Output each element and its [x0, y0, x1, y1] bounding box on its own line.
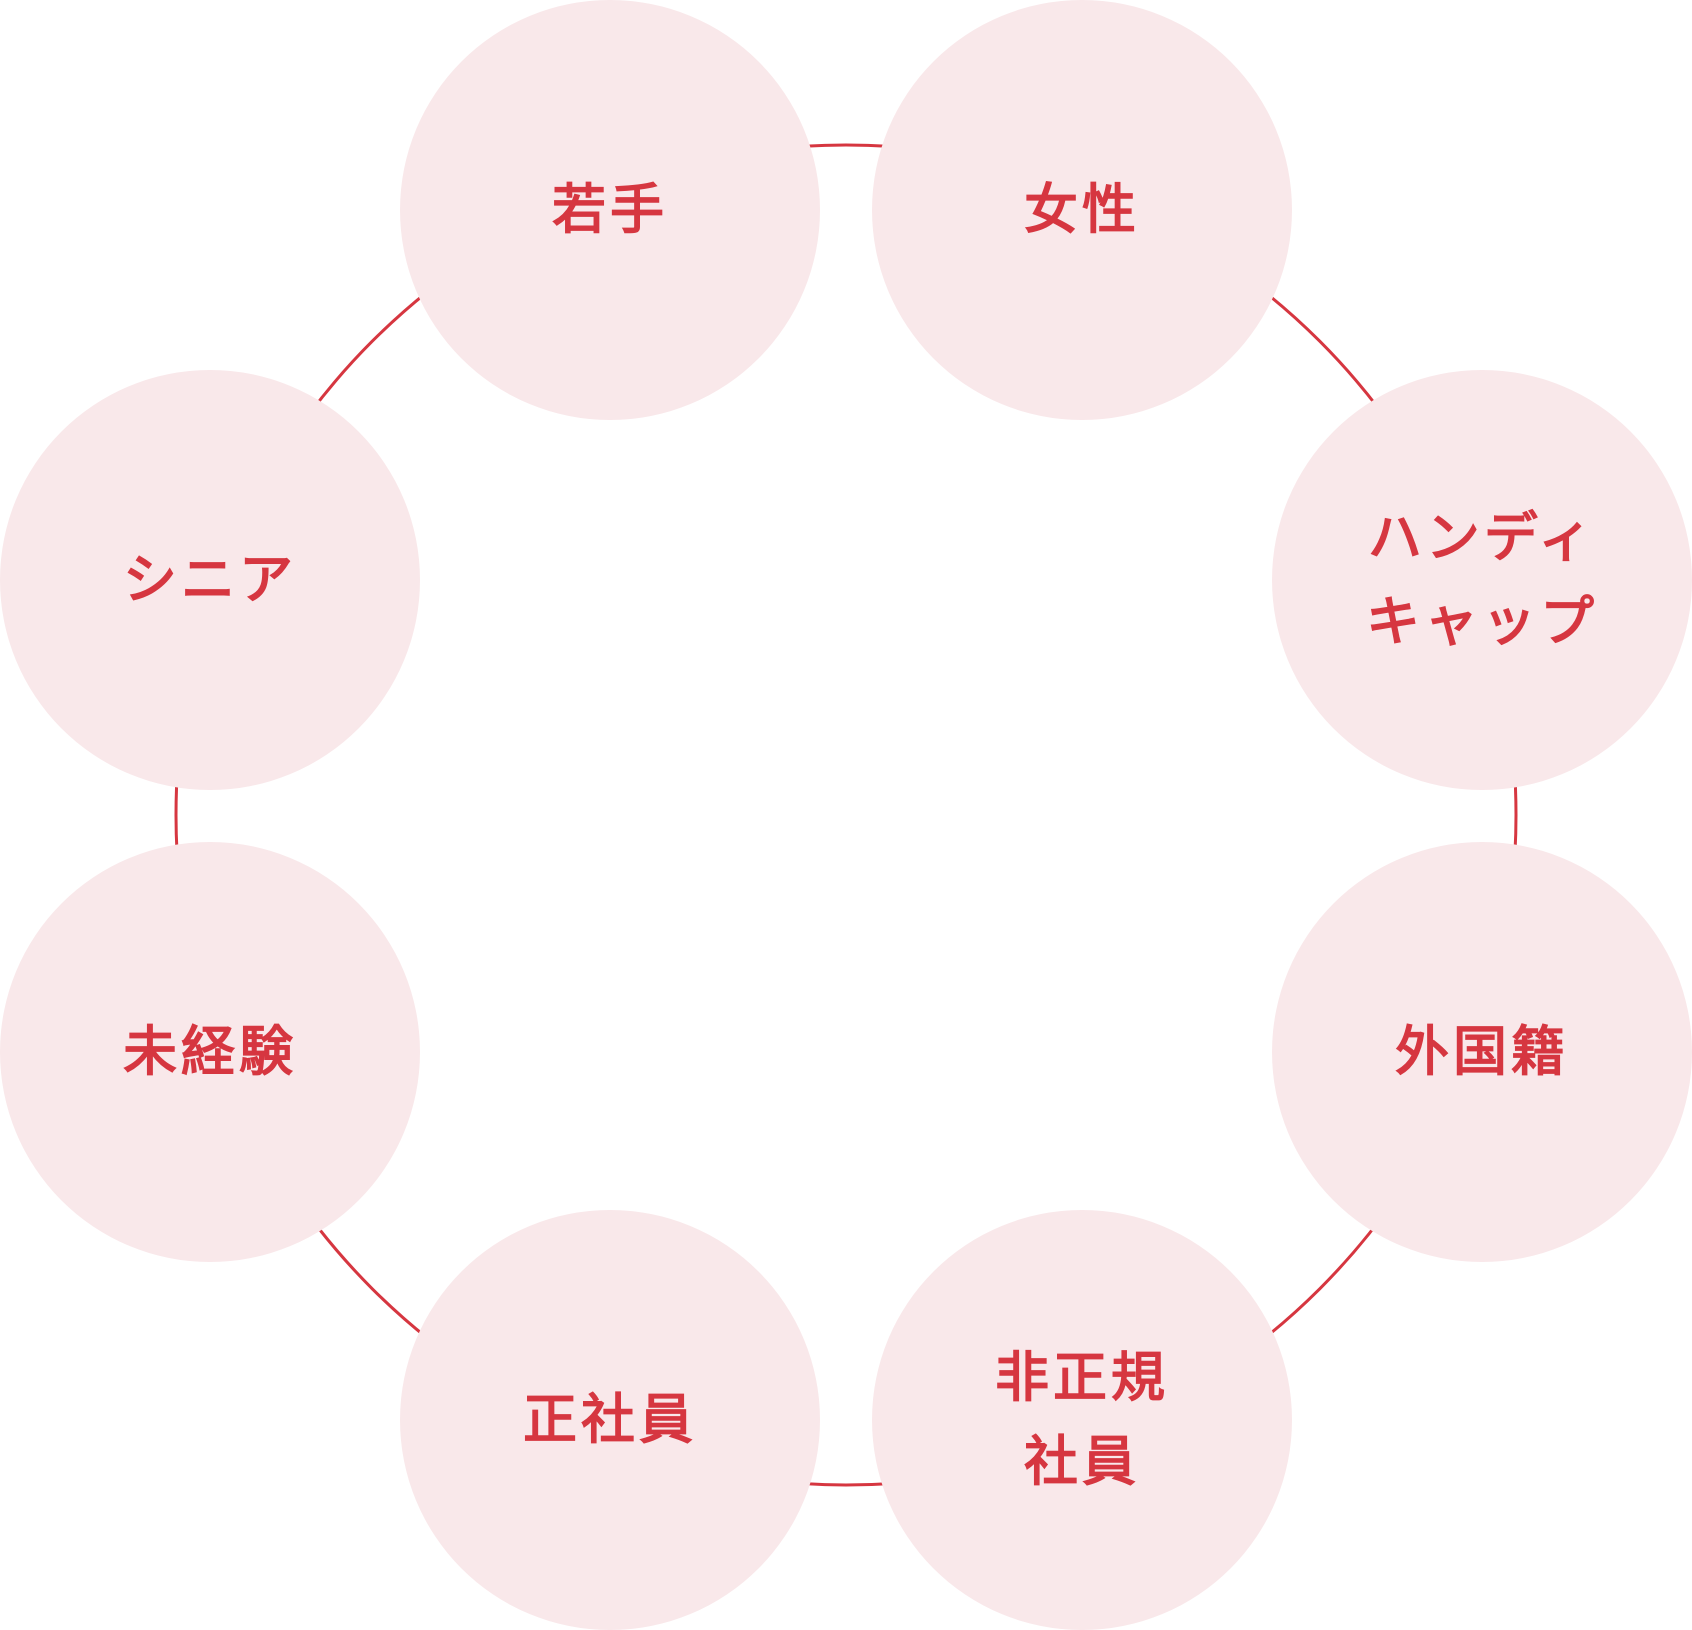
node-label-senior: シニア [123, 547, 297, 611]
node-handicap: ハンディ キャップ [1272, 370, 1692, 790]
node-label-young: 若手 [552, 177, 668, 241]
node-foreign-nationality: 外国籍 [1272, 842, 1692, 1262]
node-senior: シニア [0, 370, 420, 790]
node-label-foreign-nationality: 外国籍 [1395, 1019, 1569, 1083]
node-regular-employee: 正社員 [400, 1210, 820, 1630]
node-inexperienced: 未経験 [0, 842, 420, 1262]
node-non-regular-employee: 非正規 社員 [872, 1210, 1292, 1630]
node-label-inexperienced: 未経験 [123, 1019, 297, 1083]
node-label-women: 女性 [1024, 177, 1140, 241]
node-women: 女性 [872, 0, 1292, 420]
node-label-non-regular-employee: 非正規 社員 [995, 1346, 1169, 1493]
ring-line [174, 143, 1518, 1487]
node-young: 若手 [400, 0, 820, 420]
node-label-regular-employee: 正社員 [523, 1387, 697, 1451]
node-label-handicap: ハンディ キャップ [1366, 506, 1598, 653]
